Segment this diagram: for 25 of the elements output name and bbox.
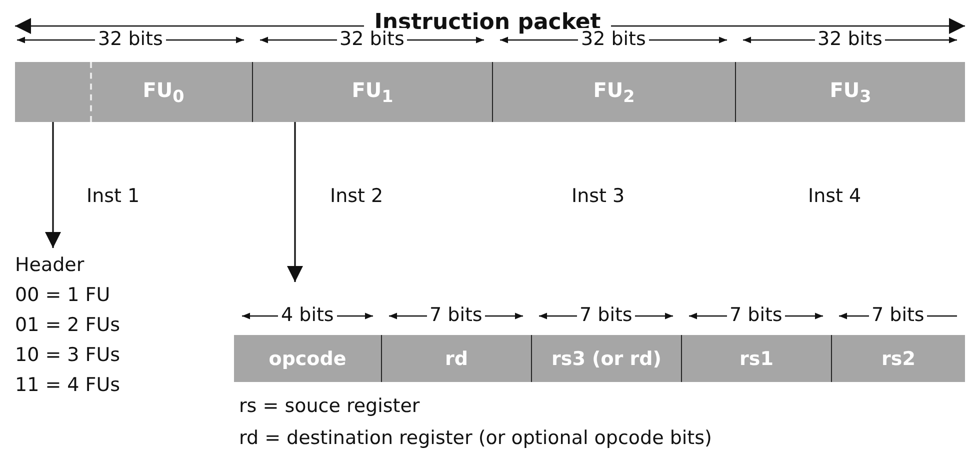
header-code-line: 01 = 2 FUs	[15, 313, 120, 338]
field-segment	[234, 335, 381, 382]
field-label: rs1	[740, 348, 774, 370]
field-label: FU$_{2}$	[593, 78, 635, 106]
field-label: rd	[445, 348, 468, 370]
field-segment	[735, 62, 965, 122]
header-heading: Header	[15, 253, 84, 278]
field-label: FU$_{0}$	[142, 78, 184, 106]
field-label: rs3 (or rd)	[552, 348, 662, 370]
field-segment	[492, 62, 735, 122]
field-segment	[381, 335, 531, 382]
field-segment	[681, 335, 831, 382]
arrow	[45, 122, 61, 248]
header-code-line: 00 = 1 FU	[15, 283, 110, 308]
header-code-line: 10 = 3 FUs	[15, 343, 120, 368]
arrow	[287, 122, 303, 282]
field-label: opcode	[268, 348, 346, 370]
field-segment	[831, 335, 965, 382]
field-segment	[531, 335, 681, 382]
field-segment	[252, 62, 492, 122]
field-label: rs2	[882, 348, 916, 370]
field-segment	[15, 62, 252, 122]
field-label: FU$_{3}$	[830, 78, 872, 106]
field-label: FU$_{1}$	[352, 78, 394, 106]
header-code-line: 11 = 4 FUs	[15, 373, 120, 398]
